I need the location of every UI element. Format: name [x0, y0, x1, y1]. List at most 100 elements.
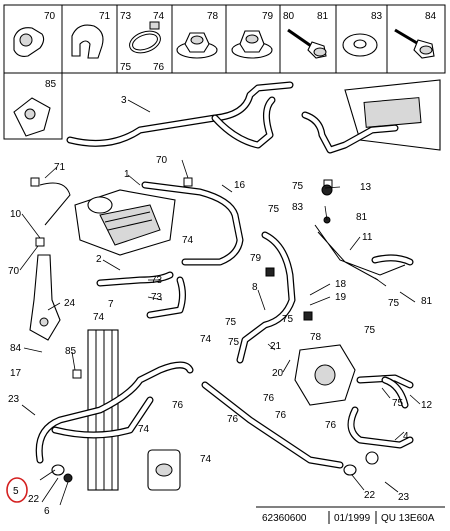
- callout-76c: 76: [227, 414, 239, 425]
- lower-left-hoses: [35, 361, 194, 464]
- marker-square: [35, 237, 45, 247]
- footer-ref-number: 62360600: [262, 513, 307, 524]
- clamp-right-icon: [365, 451, 379, 465]
- footer-reference: 62360600 01/1999 QU 13E60A: [256, 506, 445, 524]
- callout-83: 83: [292, 202, 304, 213]
- marker-black-square: [265, 267, 275, 277]
- callout-76d: 76: [275, 410, 287, 421]
- callout-73b: 73: [151, 292, 163, 303]
- highlight-circle: [6, 477, 28, 503]
- callout-75g: 75: [392, 398, 404, 409]
- header-num-78: 78: [207, 11, 219, 22]
- header-num-73: 73: [120, 11, 132, 22]
- marker-square: [30, 177, 40, 187]
- footer-ref-code: QU 13E60A: [381, 513, 435, 524]
- callout-11: 11: [362, 232, 373, 243]
- callout-75f: 75: [228, 337, 240, 348]
- flange-nut-79-icon: [231, 30, 273, 59]
- header-num-71: 71: [99, 11, 111, 22]
- bolt-84-icon: [394, 28, 435, 59]
- callout-75c: 75: [388, 298, 400, 309]
- callout-74b: 74: [93, 312, 105, 323]
- callout-2: 2: [96, 254, 102, 265]
- header-num-76: 76: [153, 62, 165, 73]
- callout-17: 17: [10, 368, 22, 379]
- long-pipe-4: [201, 381, 414, 469]
- callout-75e: 75: [364, 325, 376, 336]
- hose-3: [66, 81, 294, 149]
- callout-7: 7: [108, 299, 114, 310]
- hose-8: [236, 231, 296, 364]
- callout-75a: 75: [268, 204, 280, 215]
- callout-79: 79: [250, 253, 262, 264]
- callout-20: 20: [272, 368, 284, 379]
- callout-84: 84: [10, 343, 22, 354]
- callout-74e: 74: [200, 454, 212, 465]
- callout-74c: 74: [200, 334, 212, 345]
- callout-85: 85: [65, 346, 77, 357]
- expansion-tank: [74, 189, 176, 256]
- leader-lines: [19, 99, 421, 506]
- callout-76b: 76: [172, 400, 184, 411]
- callout-24: 24: [64, 298, 76, 309]
- oil-cooler: [147, 449, 181, 491]
- bracket-24: [29, 254, 61, 341]
- callout-71: 71: [54, 162, 66, 173]
- callout-12: 12: [421, 400, 433, 411]
- box-85-label: 85: [45, 79, 57, 90]
- callout-81b: 81: [421, 296, 433, 307]
- hose-7: [146, 276, 186, 319]
- callout-76e: 76: [325, 420, 337, 431]
- callout-10: 10: [10, 209, 22, 220]
- callout-78: 78: [310, 332, 322, 343]
- thermostat-housing: [294, 344, 414, 406]
- marker-square: [72, 369, 82, 379]
- pipe-11: [314, 224, 414, 281]
- highlighted-callout-5: 5: [6, 477, 28, 503]
- callout-21: 21: [270, 341, 282, 352]
- callout-19: 19: [335, 292, 347, 303]
- callout-13: 13: [360, 182, 372, 193]
- diagram-drawing: [29, 79, 441, 491]
- callout-8: 8: [252, 282, 258, 293]
- callout-76a: 76: [263, 393, 275, 404]
- callout-5: 5: [13, 486, 19, 497]
- callout-81a: 81: [356, 212, 368, 223]
- callout-74a: 74: [182, 235, 194, 246]
- callout-4: 4: [403, 431, 409, 442]
- marker-black-square: [303, 311, 313, 321]
- callout-75d: 75: [225, 317, 237, 328]
- bolt-head: [321, 184, 333, 196]
- header-num-84: 84: [425, 11, 437, 22]
- callout-73a: 73: [151, 275, 163, 286]
- hose-16: [141, 181, 244, 266]
- header-num-83: 83: [371, 11, 383, 22]
- callout-75h: 75: [282, 314, 294, 325]
- header-num-79: 79: [262, 11, 274, 22]
- callout-22a: 22: [28, 494, 40, 505]
- callout-3: 3: [121, 95, 127, 106]
- hose-2: [96, 271, 174, 287]
- header-num-70: 70: [44, 11, 56, 22]
- callout-labels: 3 71 70 1 16 10 70 2 74 73 73 24 7 74 84…: [8, 95, 433, 517]
- footer-date: 01/1999: [334, 513, 371, 524]
- clamp-22-icon: [51, 464, 65, 476]
- callout-18: 18: [335, 279, 347, 290]
- callout-74d: 74: [138, 424, 150, 435]
- callout-75b: 75: [292, 181, 304, 192]
- ring-6-icon: [63, 473, 73, 483]
- callout-6: 6: [44, 506, 50, 517]
- header-num-80: 80: [283, 11, 295, 22]
- parts-header-strip: 70 71 73 74 75 76 78 79: [3, 4, 446, 74]
- callout-22b: 22: [364, 490, 376, 501]
- callout-70b: 70: [8, 266, 20, 277]
- clip-70-icon: [13, 27, 45, 57]
- part-85-box: 85: [3, 72, 63, 140]
- callout-16: 16: [234, 180, 246, 191]
- header-num-74: 74: [153, 11, 165, 22]
- flange-nut-78-icon: [176, 32, 218, 59]
- marker-square: [183, 177, 193, 187]
- hose-clamp-icon: [129, 21, 161, 54]
- hose-71-line: [39, 182, 71, 226]
